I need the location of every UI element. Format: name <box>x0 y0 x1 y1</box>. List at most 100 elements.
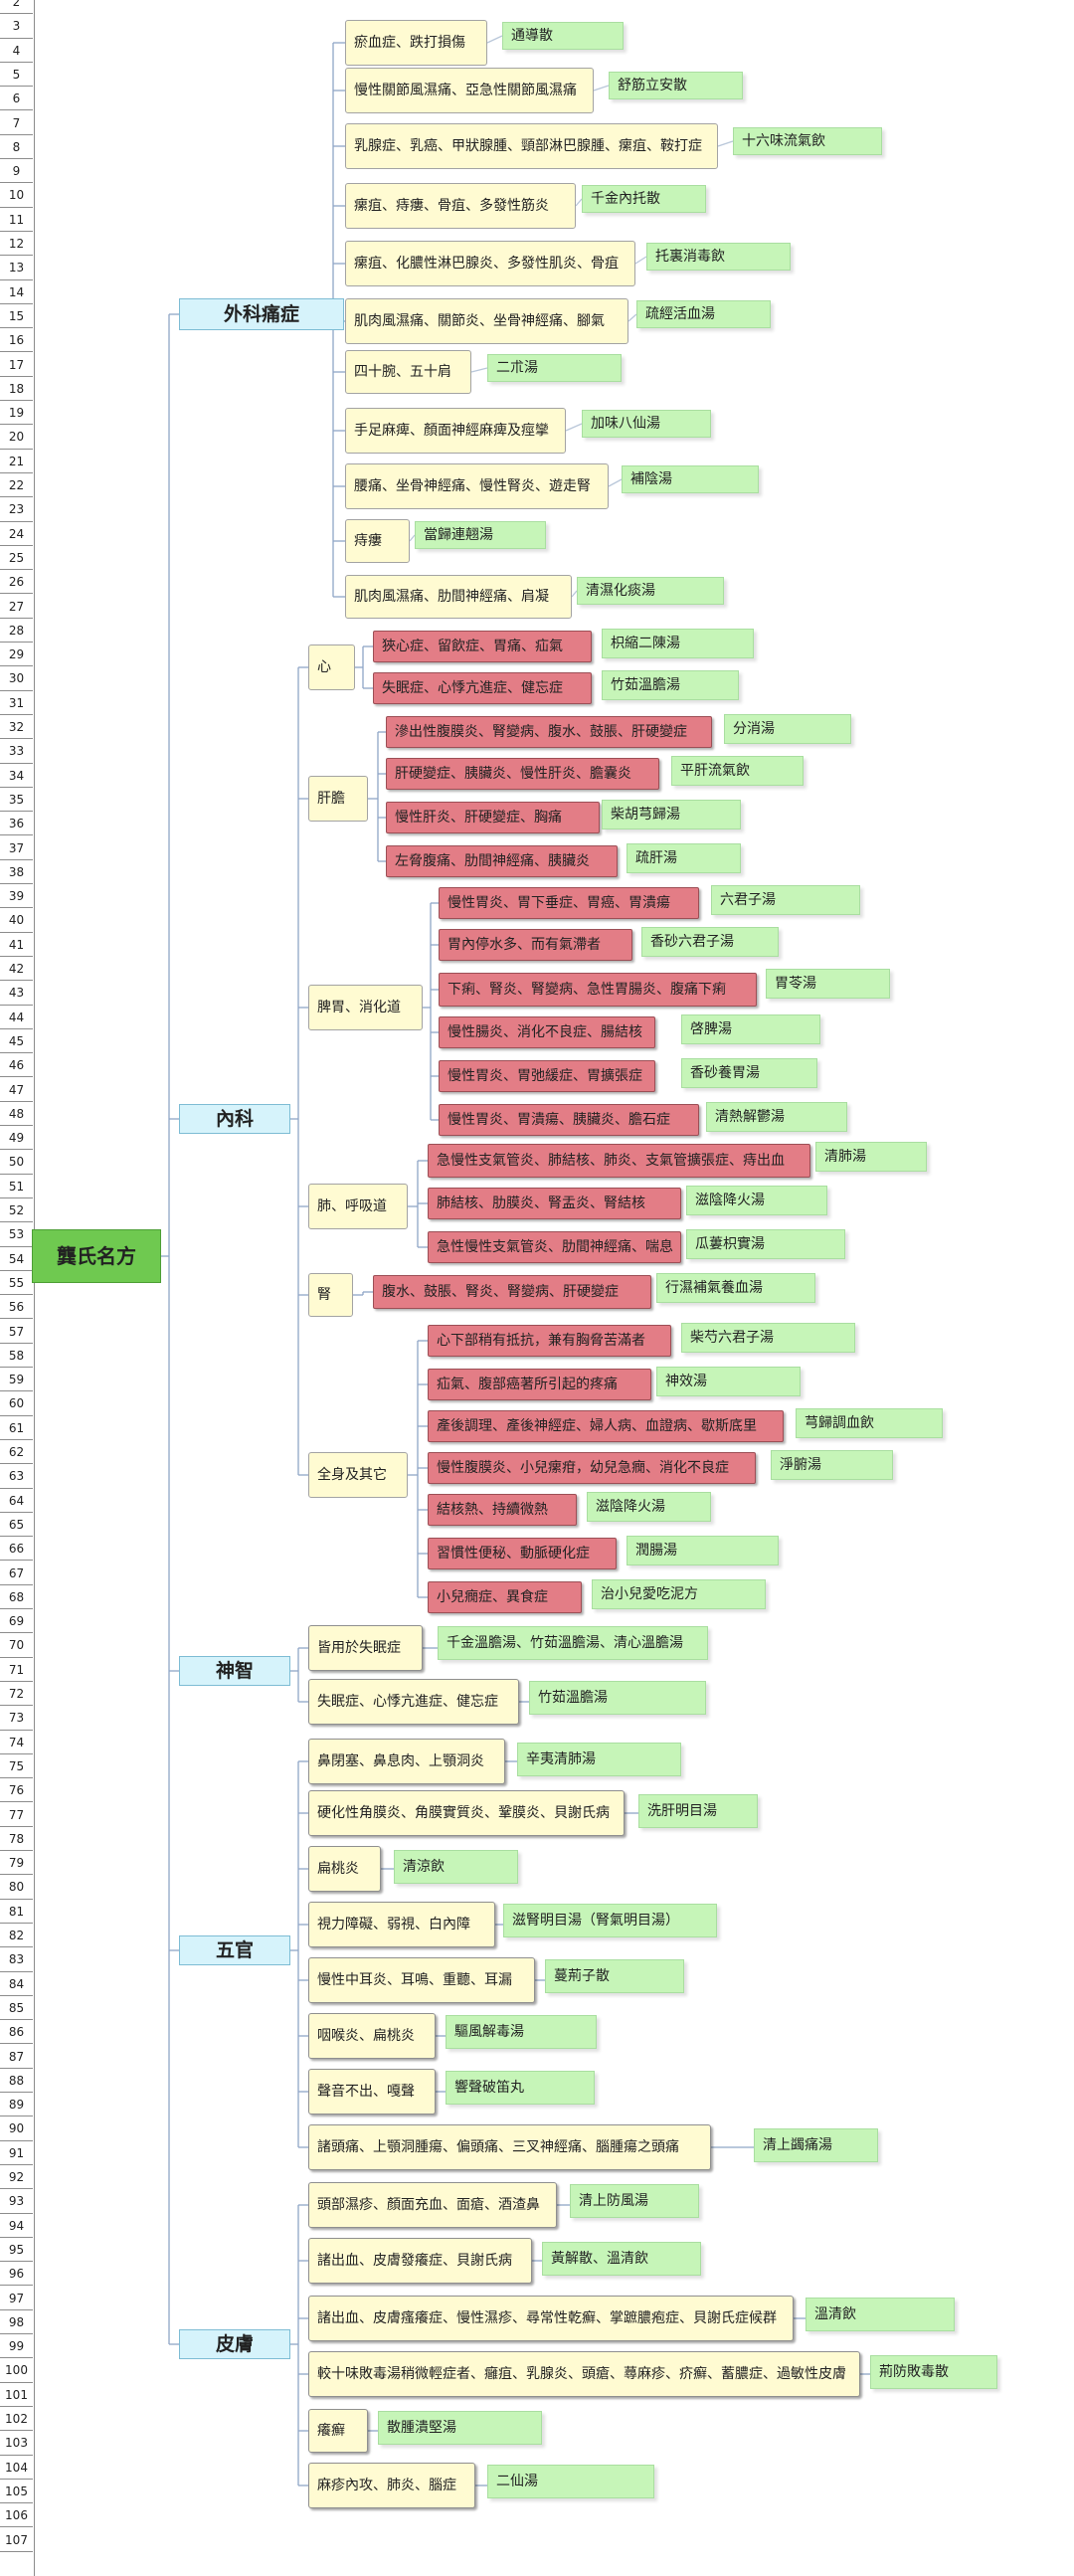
remedy-node[interactable]: 黃解散、溫清飲 <box>542 2242 701 2276</box>
remedy-node[interactable]: 清濕化痰湯 <box>577 577 724 605</box>
condition-node[interactable]: 慢性胃炎、胃弛緩症、胃擴張症 <box>439 1060 655 1092</box>
condition-node[interactable]: 急慢性支氣管炎、肺結核、肺炎、支氣管擴張症、痔出血 <box>428 1144 810 1178</box>
condition-node[interactable]: 慢性胃炎、胃下垂症、胃癌、胃潰瘍 <box>439 887 699 919</box>
remedy-node[interactable]: 清涼飲 <box>394 1850 518 1884</box>
condition-node[interactable]: 瘀血症、跌打損傷 <box>345 20 487 66</box>
remedy-node[interactable]: 蔓荊子散 <box>545 1959 684 1993</box>
condition-node[interactable]: 慢性腹膜炎、小兒瘰疳，幼兒急癇、消化不良症 <box>428 1452 756 1484</box>
condition-node[interactable]: 腰痛、坐骨神經痛、慢性腎炎、遊走腎 <box>345 463 609 509</box>
condition-node[interactable]: 急性慢性支氣管炎、肋間神經痛、喘息 <box>428 1231 681 1263</box>
condition-node[interactable]: 慢性關節風濕痛、亞急性關節風濕痛 <box>345 68 594 113</box>
remedy-node[interactable]: 潤腸湯 <box>626 1536 779 1565</box>
condition-node[interactable]: 結核熱、持續微熱 <box>428 1494 577 1526</box>
condition-node[interactable]: 左脅腹痛、肋間神經痛、胰臟炎 <box>386 845 618 877</box>
remedy-node[interactable]: 平肝流氣飲 <box>671 756 804 786</box>
condition-node[interactable]: 慢性胃炎、胃潰瘍、胰臟炎、膽石症 <box>439 1104 699 1136</box>
remedy-node[interactable]: 竹茹溫膽湯 <box>529 1681 706 1715</box>
group-node[interactable]: 視力障礙、弱視、白內障 <box>308 1902 495 1947</box>
group-node[interactable]: 肝膽 <box>308 776 368 822</box>
category-node[interactable]: 神智 <box>179 1656 290 1686</box>
remedy-node[interactable]: 滋腎明目湯（腎氣明目湯） <box>503 1904 717 1937</box>
condition-node[interactable]: 產後調理、產後神經症、婦人病、血證病、歇斯底里 <box>428 1410 784 1442</box>
condition-node[interactable]: 習慣性便秘、動脈硬化症 <box>428 1538 617 1569</box>
remedy-node[interactable]: 響聲破笛丸 <box>446 2071 595 2105</box>
remedy-node[interactable]: 十六味流氣飲 <box>733 127 882 155</box>
condition-node[interactable]: 狹心症、留飲症、胃痛、疝氣 <box>373 631 592 662</box>
remedy-node[interactable]: 胃苓湯 <box>766 969 890 999</box>
condition-node[interactable]: 腹水、鼓脹、腎炎、腎變病、肝硬變症 <box>373 1275 651 1309</box>
remedy-node[interactable]: 清上防風湯 <box>570 2184 699 2218</box>
condition-node[interactable]: 慢性肝炎、肝硬變症、胸痛 <box>386 802 600 833</box>
remedy-node[interactable]: 六君子湯 <box>711 885 860 915</box>
remedy-node[interactable]: 枳縮二陳湯 <box>602 629 754 658</box>
condition-node[interactable]: 胃內停水多、而有氣滯者 <box>439 929 632 961</box>
group-node[interactable]: 腎 <box>308 1273 353 1317</box>
remedy-node[interactable]: 舒筋立安散 <box>609 72 743 99</box>
remedy-node[interactable]: 芎歸調血飲 <box>796 1408 943 1438</box>
remedy-node[interactable]: 荊防敗毒散 <box>870 2355 997 2389</box>
remedy-node[interactable]: 瓜蔞枳實湯 <box>686 1229 845 1259</box>
group-node[interactable]: 咽喉炎、扁桃炎 <box>308 2013 436 2059</box>
condition-node[interactable]: 失眠症、心悸亢進症、健忘症 <box>373 672 592 704</box>
category-node[interactable]: 五官 <box>179 1935 290 1965</box>
remedy-node[interactable]: 香砂六君子湯 <box>641 927 779 957</box>
remedy-node[interactable]: 淨腑湯 <box>771 1450 893 1480</box>
remedy-node[interactable]: 溫清飲 <box>806 2298 955 2331</box>
remedy-node[interactable]: 柴胡芎歸湯 <box>602 800 741 829</box>
remedy-node[interactable]: 疏經活血湯 <box>636 300 771 328</box>
remedy-node[interactable]: 千金溫膽湯、竹茹溫膽湯、清心溫膽湯 <box>438 1626 708 1660</box>
condition-node[interactable]: 瘰疽、痔瘻、骨疽、多發性筋炎 <box>345 183 576 229</box>
remedy-node[interactable]: 清熱解鬱湯 <box>706 1102 847 1132</box>
category-node[interactable]: 皮膚 <box>179 2329 290 2359</box>
remedy-node[interactable]: 千金內托散 <box>582 185 706 213</box>
condition-node[interactable]: 心下部稍有抵抗，兼有胸脅苦滿者 <box>428 1325 671 1357</box>
remedy-node[interactable]: 二仙湯 <box>487 2465 654 2498</box>
group-node[interactable]: 心 <box>308 644 355 690</box>
condition-node[interactable]: 肺結核、肋膜炎、腎盂炎、腎結核 <box>428 1188 681 1219</box>
group-node[interactable]: 頭部濕疹、顏面充血、面瘡、酒渣鼻 <box>308 2182 557 2228</box>
condition-node[interactable]: 滲出性腹膜炎、腎變病、腹水、鼓脹、肝硬變症 <box>386 716 712 748</box>
condition-node[interactable]: 瘰疽、化膿性淋巴腺炎、多發性肌炎、骨疽 <box>345 241 635 286</box>
group-node[interactable]: 癢癬 <box>308 2409 368 2453</box>
remedy-node[interactable]: 洗肝明目湯 <box>638 1794 758 1828</box>
remedy-node[interactable]: 柴芍六君子湯 <box>681 1323 855 1353</box>
remedy-node[interactable]: 二朮湯 <box>487 354 622 382</box>
group-node[interactable]: 諸出血、皮膚發癢症、貝謝氏病 <box>308 2238 532 2284</box>
remedy-node[interactable]: 滋陰降火湯 <box>686 1186 827 1215</box>
condition-node[interactable]: 乳腺症、乳癌、甲狀腺腫、頸部淋巴腺腫、瘰疽、鞍打症 <box>345 123 718 169</box>
remedy-node[interactable]: 辛夷清肺湯 <box>517 1743 681 1776</box>
condition-node[interactable]: 痔瘻 <box>345 519 410 563</box>
group-node[interactable]: 皆用於失眠症 <box>308 1625 423 1671</box>
remedy-node[interactable]: 竹茹溫膽湯 <box>602 670 739 700</box>
remedy-node[interactable]: 行濕補氣養血湯 <box>656 1273 815 1303</box>
remedy-node[interactable]: 疏肝湯 <box>626 843 741 873</box>
remedy-node[interactable]: 清上蠲痛湯 <box>754 2128 878 2162</box>
remedy-node[interactable]: 清肺湯 <box>815 1142 927 1172</box>
remedy-node[interactable]: 驅風解毒湯 <box>446 2015 597 2049</box>
group-node[interactable]: 較十味敗毒湯稍微輕症者、癰疽、乳腺炎、頭瘡、蕁麻疹、疥癬、蓄膿症、過敏性皮膚 <box>308 2351 860 2397</box>
remedy-node[interactable]: 啓脾湯 <box>681 1014 820 1044</box>
remedy-node[interactable]: 通導散 <box>502 22 624 50</box>
condition-node[interactable]: 肌肉風濕痛、關節炎、坐骨神經痛、腳氣 <box>345 298 628 344</box>
remedy-node[interactable]: 托裏消毒飲 <box>646 243 791 271</box>
remedy-node[interactable]: 加味八仙湯 <box>582 410 711 438</box>
group-node[interactable]: 麻疹內攻、肺炎、腦症 <box>308 2463 475 2508</box>
group-node[interactable]: 鼻閉塞、鼻息肉、上顎洞炎 <box>308 1739 505 1784</box>
condition-node[interactable]: 肌肉風濕痛、肋間神經痛、肩凝 <box>345 575 572 619</box>
remedy-node[interactable]: 補陰湯 <box>622 465 759 493</box>
remedy-node[interactable]: 神效湯 <box>656 1367 801 1396</box>
group-node[interactable]: 扁桃炎 <box>308 1846 381 1892</box>
group-node[interactable]: 脾胃、消化道 <box>308 985 423 1030</box>
root-node[interactable]: 龔氏名方 <box>32 1229 161 1283</box>
condition-node[interactable]: 肝硬變症、胰臟炎、慢性肝炎、膽囊炎 <box>386 758 659 790</box>
group-node[interactable]: 慢性中耳炎、耳鳴、重聽、耳漏 <box>308 1957 535 2003</box>
remedy-node[interactable]: 治小兒愛吃泥方 <box>592 1579 766 1609</box>
category-node[interactable]: 內科 <box>179 1104 290 1134</box>
remedy-node[interactable]: 滋陰降火湯 <box>587 1492 711 1522</box>
remedy-node[interactable]: 當歸連翹湯 <box>415 521 546 549</box>
remedy-node[interactable]: 香砂養胃湯 <box>681 1058 817 1088</box>
group-node[interactable]: 全身及其它 <box>308 1452 408 1498</box>
condition-node[interactable]: 慢性腸炎、消化不良症、腸結核 <box>439 1016 655 1048</box>
condition-node[interactable]: 下痢、腎炎、腎變病、急性胃腸炎、腹痛下痢 <box>439 973 757 1007</box>
condition-node[interactable]: 四十腕、五十肩 <box>345 350 471 394</box>
